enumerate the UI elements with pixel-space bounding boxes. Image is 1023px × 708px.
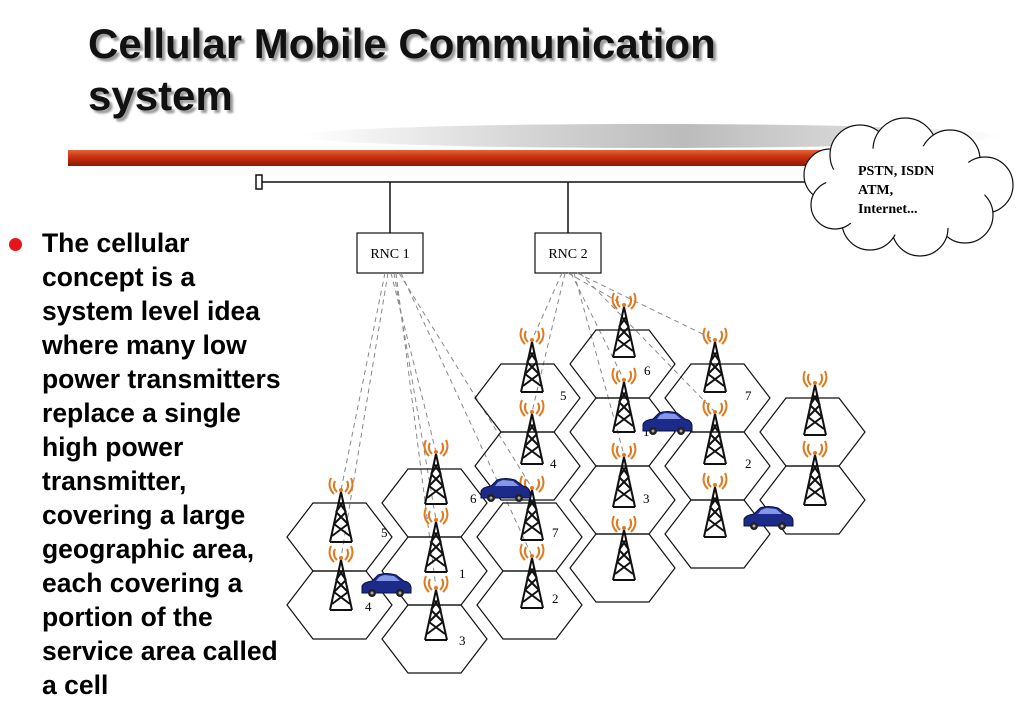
tower-icon [702,327,728,393]
bullet-line: power transmitters [42,364,281,394]
backbone-end-terminal [255,174,263,190]
tower-icon [519,475,545,541]
bullet-line: system level idea [42,296,261,326]
cell-number: 1 [459,566,466,581]
bullet-line: covering a large [42,500,246,530]
car-icon [480,478,531,503]
bullet-line: transmitter, [42,466,187,496]
bullet-line: geographic area, [42,534,255,564]
bullet-line: where many low [42,330,247,360]
cloud-line-3: Internet... [858,202,918,217]
tower-icon [519,543,545,609]
tower-icon [423,507,449,573]
title-line-1: Cellular Mobile Communication [88,20,716,67]
title-line-2: system [88,72,233,119]
bullet-line: high power [42,432,184,462]
tower-icon [611,442,637,508]
towers-left [328,439,545,641]
cloud-line-2: ATM, [858,183,893,198]
tower-icon [802,440,828,506]
bullet-line: each covering a [42,568,243,598]
cell-number: 2 [745,456,752,471]
cell-number: 5 [560,388,567,403]
bullet-line: concept is a [42,262,196,292]
page-title: Cellular Mobile Communication system [88,18,848,122]
tower-icon [611,367,637,433]
tower-icon [611,292,637,358]
cell-number: 6 [470,491,477,506]
bullet-line: replace a single [42,398,241,428]
rnc1-box [356,232,424,274]
bullet-line: service area called [42,636,278,666]
towers-right [519,292,828,581]
cell-number: 2 [552,591,559,606]
cell-number: 7 [745,388,752,403]
rnc2-label: RNC 2 [548,247,587,262]
tower-icon [611,515,637,581]
cell-number: 4 [365,599,372,614]
tower-icon [802,370,828,436]
cell-number: 7 [552,525,559,540]
bullet-line: portion of the [42,602,213,632]
cell-number: 6 [644,363,651,378]
rnc1-links [340,272,533,589]
tower-icon [702,472,728,538]
bullet-icon [9,238,22,251]
cell-number: 4 [550,456,557,471]
cells-right [474,329,866,603]
bullet-text: The cellular concept is a system level i… [42,226,342,702]
bullet-line: a cell [42,670,109,700]
bullet-line: The cellular [42,228,190,258]
car-icon [361,573,412,598]
cell-number: 5 [381,525,388,540]
rnc1-label: RNC 1 [370,247,409,262]
car-icon [642,411,693,436]
rnc2-box [534,232,602,274]
cloud-icon [803,117,1014,257]
cells-left [286,468,583,674]
cell-number: 3 [643,491,650,506]
cloud-line-1: PSTN, ISDN [858,164,934,179]
tower-icon [328,545,354,611]
cell-number: 3 [459,633,466,648]
title-underline-red [68,150,830,166]
tower-icon [519,327,545,393]
